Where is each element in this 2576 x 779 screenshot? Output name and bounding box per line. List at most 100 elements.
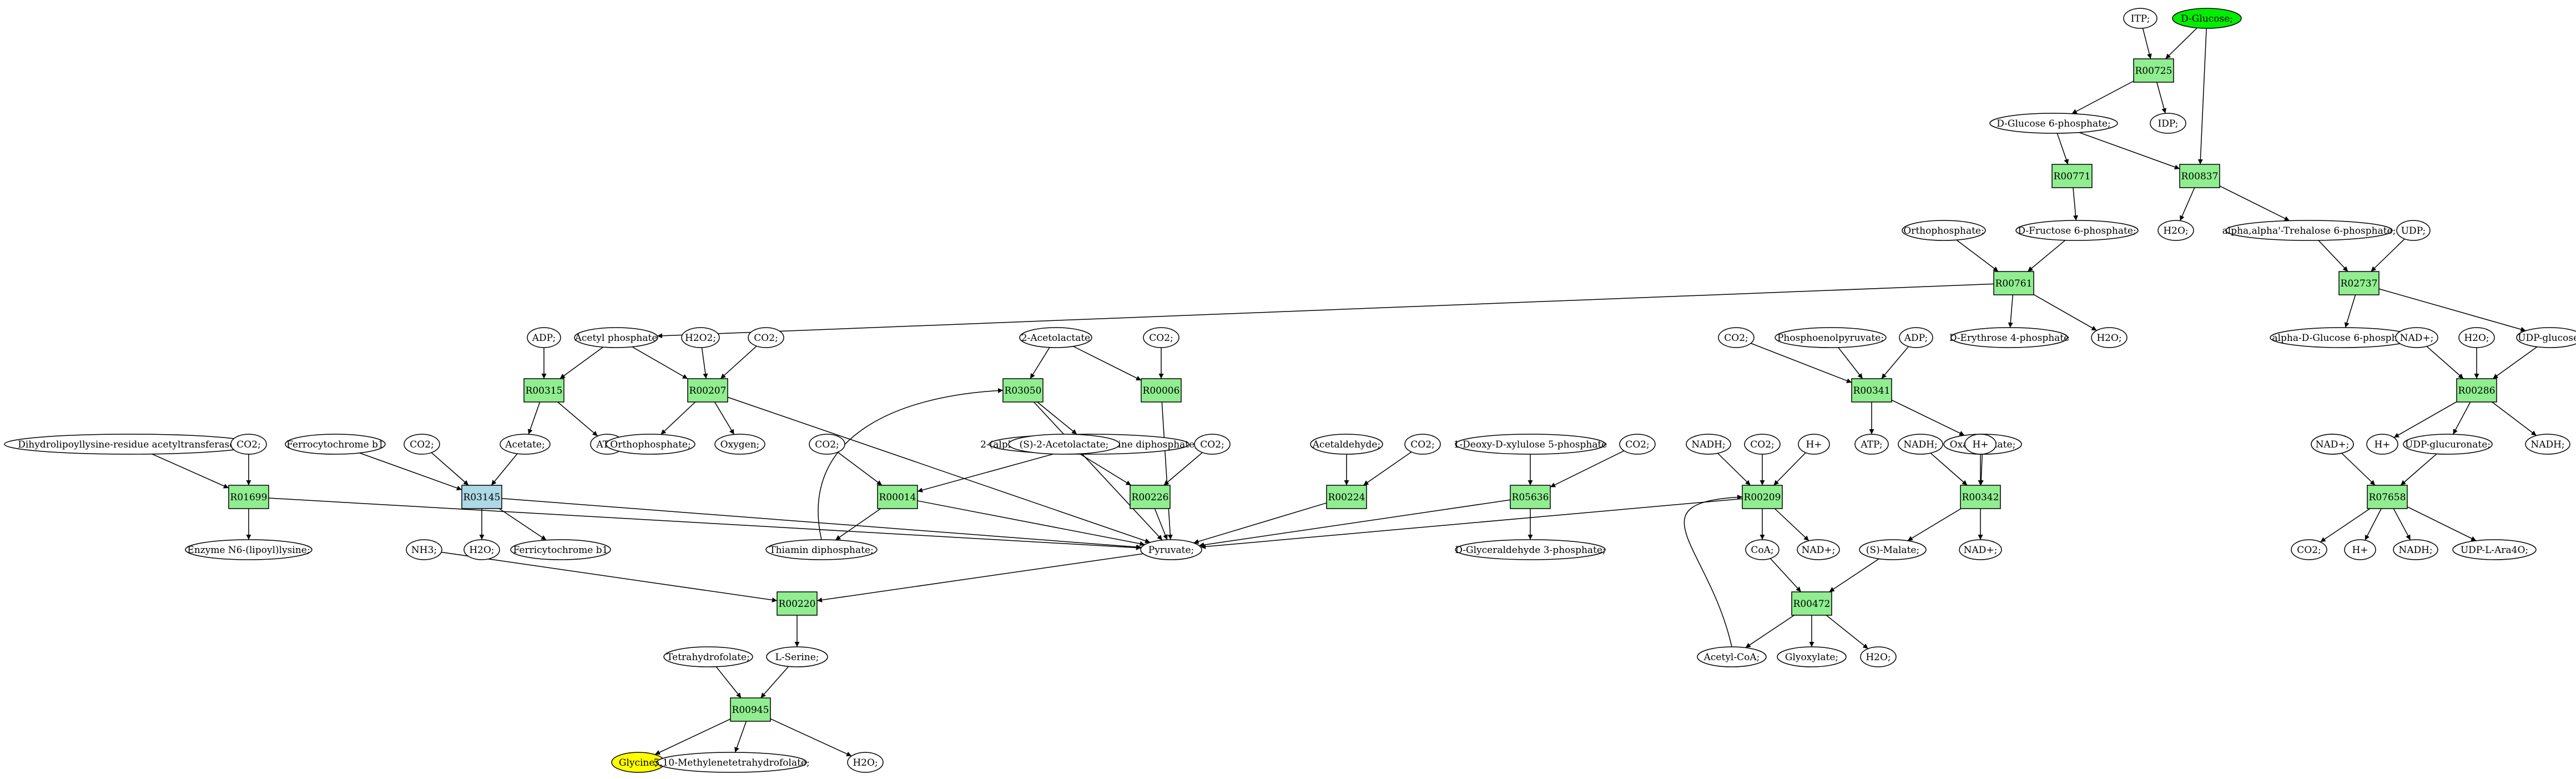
compound-node-co2_f[interactable]: CO2;	[809, 434, 845, 455]
compound-node-h2o_3[interactable]: H2O;	[2458, 327, 2495, 348]
compound-node-co2_i[interactable]: CO2;	[1619, 434, 1656, 455]
compound-node-co2_b[interactable]: CO2;	[1143, 327, 1179, 348]
reaction-node-R00226[interactable]: R00226	[1130, 485, 1171, 509]
compound-node-smalate[interactable]: (S)-Malate;	[1859, 539, 1927, 560]
reaction-node-R05636[interactable]: R05636	[1510, 485, 1551, 509]
reaction-box	[1993, 271, 2034, 295]
reaction-node-R00286[interactable]: R00286	[2456, 378, 2497, 403]
compound-node-dihydrolipoyllysine[interactable]: Dihydrolipoyllysine-residue acetyltransf…	[4, 434, 256, 455]
reaction-node-R00209[interactable]: R00209	[1742, 485, 1783, 509]
compound-node-tetrahydrofolate[interactable]: Tetrahydrofolate;	[663, 646, 753, 667]
compound-node-coa[interactable]: CoA;	[1745, 539, 1779, 560]
reaction-box	[461, 485, 502, 509]
compound-node-s2acetolactate[interactable]: (S)-2-Acetolactate;	[1008, 434, 1120, 455]
compound-node-h2o_4[interactable]: H2O;	[463, 539, 500, 560]
compound-node-hplus1[interactable]: H+	[2366, 434, 2398, 455]
compound-node-nadh4[interactable]: NADH;	[2393, 539, 2438, 560]
compound-node-co2_j[interactable]: CO2;	[1744, 434, 1781, 455]
compound-node-h2o_2[interactable]: H2O;	[2091, 327, 2128, 348]
compound-node-oxygen[interactable]: Oxygen;	[714, 434, 765, 455]
compound-node-udpglucose[interactable]: UDP-glucose;	[2516, 327, 2576, 348]
compound-node-udp[interactable]: UDP;	[2396, 220, 2431, 241]
reaction-node-R00207[interactable]: R00207	[687, 378, 728, 403]
compound-node-acetylphosphate[interactable]: Acetyl phosphate	[574, 327, 658, 348]
compound-node-nadplus1[interactable]: NAD+;	[2395, 327, 2438, 348]
reaction-node-R00224[interactable]: R00224	[1326, 485, 1367, 509]
reaction-node-R00837[interactable]: R00837	[2179, 164, 2220, 188]
compound-node-co2_h[interactable]: CO2;	[1404, 434, 1441, 455]
compound-node-adp2[interactable]: ADP;	[1899, 327, 1933, 348]
compound-node-nh3[interactable]: NH3;	[406, 539, 442, 560]
compound-node-h2o2[interactable]: H2O2;	[681, 327, 720, 348]
compound-node-dglucose[interactable]: D-Glucose;	[2172, 8, 2242, 29]
reaction-node-R00315[interactable]: R00315	[523, 378, 564, 403]
compound-node-df6p[interactable]: D-Fructose 6-phosphate;	[2015, 220, 2139, 241]
compound-node-thiaminDP[interactable]: Thiamin diphosphate;	[765, 539, 878, 560]
compound-node-enzymeN6[interactable]: Enzyme N6-(lipoyl)lysine;	[185, 539, 312, 560]
reaction-node-R00771[interactable]: R00771	[2051, 164, 2093, 188]
compound-node-hplus2[interactable]: H+	[1798, 434, 1830, 455]
compound-node-h2o_6[interactable]: H2O;	[847, 752, 884, 773]
compound-node-acetate[interactable]: Acetate;	[500, 434, 551, 455]
compound-node-acetolactate[interactable]: 2-Acetolactate	[1019, 327, 1092, 348]
compound-node-itp[interactable]: ITP;	[2123, 8, 2157, 29]
reaction-node-R00472[interactable]: R00472	[1791, 591, 1832, 616]
reaction-node-R01699[interactable]: R01699	[228, 485, 269, 509]
compound-node-methylenethf[interactable]: 5,10-Methylenetetrahydrofolate;	[653, 752, 810, 773]
reaction-node-R03145[interactable]: R03145	[461, 485, 502, 509]
compound-node-acetaldehyde[interactable]: Acetaldehyde;	[1310, 434, 1383, 455]
compound-node-co2_k[interactable]: CO2;	[2291, 539, 2327, 560]
compound-node-nadplus5[interactable]: NAD+;	[1959, 539, 2002, 560]
compound-node-co2_e[interactable]: CO2;	[404, 434, 440, 455]
compound-node-nadh3[interactable]: NADH;	[1898, 434, 1943, 455]
reaction-node-R00725[interactable]: R00725	[2133, 58, 2174, 83]
compound-node-udpglucuronate[interactable]: UDP-glucuronate;	[2403, 434, 2493, 455]
edge-R00761-to-h2o_2	[2033, 294, 2097, 331]
compound-node-adp1[interactable]: ADP;	[527, 327, 561, 348]
compound-node-ferricytochrome[interactable]: Ferricytochrome b1	[510, 539, 611, 560]
compound-node-derythrose4p[interactable]: D-Erythrose 4-phosphate	[1949, 327, 2069, 348]
compound-node-acetylcoa[interactable]: Acetyl-CoA;	[1697, 646, 1767, 667]
reaction-node-R03050[interactable]: R03050	[1002, 378, 1043, 403]
compound-node-nadh2[interactable]: NADH;	[1686, 434, 1731, 455]
compound-node-pyruvate[interactable]: Pyruvate;	[1140, 539, 1202, 560]
compound-node-h2o_5[interactable]: H2O;	[1860, 646, 1897, 667]
compound-node-lserine[interactable]: L-Serine;	[766, 646, 828, 667]
compound-node-idp[interactable]: IDP;	[2150, 113, 2186, 134]
compound-node-ferrocytochrome[interactable]: Ferrocytochrome b1	[285, 434, 386, 455]
compound-node-dg6p[interactable]: D-Glucose 6-phosphate;	[1989, 113, 2118, 134]
reaction-node-R02737[interactable]: R02737	[2338, 271, 2380, 295]
compound-node-hplus4[interactable]: H+	[2344, 539, 2376, 560]
compound-node-co2_c[interactable]: CO2;	[1718, 327, 1755, 348]
reaction-node-R00342[interactable]: R00342	[1960, 485, 2001, 509]
compound-node-nadplus4[interactable]: NAD+;	[1797, 539, 1840, 560]
compound-node-atp2[interactable]: ATP;	[1854, 434, 1889, 455]
compound-node-nadh1[interactable]: NADH;	[2525, 434, 2570, 455]
reaction-node-R00006[interactable]: R00006	[1141, 378, 1182, 403]
compound-node-orthophosphate1[interactable]: Orthophosphate;	[1902, 220, 1986, 241]
compound-node-pep[interactable]: Phosphoenolpyruvate;	[1775, 327, 1887, 348]
compound-node-hplus3[interactable]: H+	[1964, 434, 1997, 455]
compound-node-deoxyxylulose5p[interactable]: 1-Deoxy-D-xylulose 5-phosphate	[1454, 434, 1607, 455]
edge-R00286-to-nadh1	[2492, 401, 2537, 436]
edge-R05636-to-pyruvate	[1199, 499, 1511, 547]
compound-node-co2_a[interactable]: CO2;	[748, 327, 784, 348]
compound-node-udplara4o[interactable]: UDP-L-Ara4O;	[2452, 539, 2537, 560]
compound-node-co2_d[interactable]: CO2;	[230, 434, 267, 455]
reaction-node-R00761[interactable]: R00761	[1993, 271, 2034, 295]
compound-node-glycine[interactable]: Glycine;	[611, 752, 666, 773]
compound-node-glyoxylate[interactable]: Glyoxylate;	[1777, 646, 1847, 667]
compound-node-orthophosphate2[interactable]: Orthophosphate;	[606, 434, 695, 455]
compound-node-nadplus3[interactable]: NAD+;	[2311, 434, 2354, 455]
compound-ellipse	[1140, 539, 1202, 560]
reaction-node-R00341[interactable]: R00341	[1851, 378, 1892, 403]
compound-node-co2_g[interactable]: CO2;	[1194, 434, 1231, 455]
reaction-node-R00014[interactable]: R00014	[877, 485, 918, 509]
compound-node-dglyceraldehyde3p[interactable]: D-Glyceraldehyde 3-phosphate;	[1455, 539, 1606, 560]
compound-node-trehalose6p[interactable]: alpha,alpha'-Trehalose 6-phosphate;	[2222, 220, 2396, 241]
reaction-node-R00220[interactable]: R00220	[777, 591, 818, 616]
reaction-node-R00945[interactable]: R00945	[730, 697, 771, 722]
reaction-node-R07658[interactable]: R07658	[2367, 485, 2408, 509]
compound-node-alphadg6p[interactable]: alpha-D-Glucose 6-phosphate	[2270, 327, 2415, 348]
compound-node-h2o_1[interactable]: H2O;	[2157, 220, 2194, 241]
